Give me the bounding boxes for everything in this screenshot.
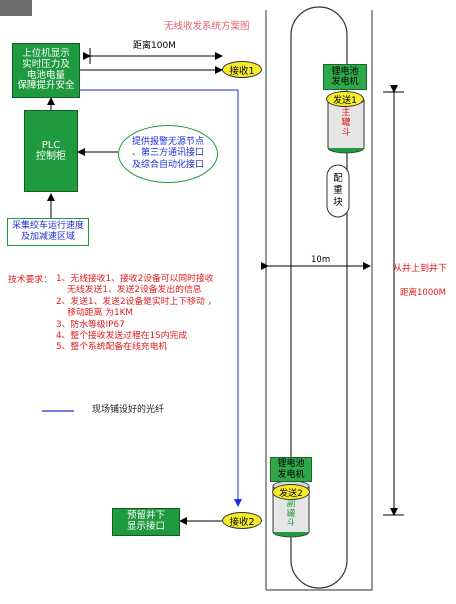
- cage-char: 斗: [341, 128, 351, 138]
- requirements-list: 1、无线接收1、接收2设备可以同时接收 无线发送1、发送2设备发出的信息 2、发…: [56, 274, 216, 354]
- cage-char: 主: [341, 108, 351, 118]
- plc-box-line: PLC: [41, 139, 61, 151]
- host-box-line: 实时压力及: [22, 58, 70, 70]
- legend-label: 现场铺设好的光纤: [92, 405, 165, 415]
- requirement-item: 5、整个系统配备在线充电机: [56, 342, 168, 353]
- plc-cabinet-box: PLC 控制柜: [24, 110, 78, 192]
- display-interface-box: 预留井下 显示接口: [112, 508, 180, 536]
- collect-box-line: 及加减速区域: [20, 232, 75, 242]
- requirement-item: 移动距离 为1KM: [56, 308, 133, 319]
- receiver2-oval: 接收2: [222, 512, 262, 529]
- diagram-title: 无线收发系统方案图: [164, 21, 250, 32]
- interface-bubble: 提供报警无源节点 、第三方通讯接口 及综合自动化接口: [118, 125, 218, 183]
- battery-line: 发电机: [331, 77, 359, 87]
- secondary-cage-label: 副 罐 斗: [283, 499, 299, 529]
- host-box-line: 上位机显示: [22, 47, 70, 59]
- well-direction-label: 从井上到井下: [393, 264, 448, 274]
- well-distance-label: 距离1000M: [400, 288, 446, 298]
- battery-line: 发电机: [277, 469, 305, 480]
- requirement-item: 4、整个接收发送过程在1S内完成: [56, 331, 188, 342]
- cage-char: 副: [286, 499, 296, 509]
- display-box-line: 预留井下: [126, 510, 165, 522]
- bubble-line: 及综合自动化接口: [131, 159, 204, 170]
- sender2-oval: 发送2: [272, 484, 310, 500]
- requirement-item: 3、防水等级IP67: [56, 319, 125, 330]
- sender1-oval: 发送1: [326, 91, 364, 107]
- counterweight-label: 配 重 块: [331, 173, 345, 209]
- top-cage-body: [328, 100, 364, 148]
- distance-label: 距离100M: [133, 41, 176, 51]
- requirement-item: 无线发送1、发送2设备发出的信息: [56, 285, 202, 296]
- corner-block: [0, 0, 32, 16]
- fiber-line: [80, 89, 242, 507]
- rope-loop: [290, 6, 348, 589]
- counterweight-char: 重: [333, 185, 343, 196]
- bubble-line: 提供报警无源节点: [131, 137, 204, 148]
- top-battery-box: 锂电池 发电机: [323, 64, 367, 90]
- display-box-line: 显示接口: [126, 521, 165, 532]
- bubble-line: 、第三方通讯接口: [131, 148, 204, 159]
- plc-box-line: 控制柜: [36, 151, 66, 162]
- counterweight-char: 配: [333, 173, 343, 184]
- counterweight-shape: [326, 164, 350, 218]
- gap-label: 10m: [311, 255, 331, 265]
- cage-char: 斗: [286, 518, 296, 528]
- bottom-battery-box: 锂电池 发电机: [270, 457, 312, 482]
- host-box-line: 保障提升安全: [17, 80, 75, 92]
- tech-title: 技术要求：: [8, 275, 52, 285]
- collect-speed-box: 采集绞车运行速度 及加减速区域: [7, 218, 89, 246]
- requirement-item: 1、无线接收1、接收2设备可以同时接收: [56, 274, 214, 284]
- collect-box-line: 采集绞车运行速度: [11, 221, 84, 232]
- cage-char: 罐: [341, 118, 351, 128]
- receiver1-oval: 接收1: [222, 61, 262, 78]
- battery-line: 锂电池: [277, 459, 305, 470]
- battery-line: 锂电池: [331, 66, 359, 77]
- requirement-item: 2、发送1、发送2设备是实时上下移动 ，: [56, 296, 217, 307]
- host-display-box: 上位机显示 实时压力及 电池电量 保障提升安全: [12, 43, 80, 98]
- main-cage-label: 主 罐 斗: [338, 108, 354, 138]
- cage-char: 罐: [286, 508, 296, 519]
- host-box-line: 电池电量: [26, 69, 65, 81]
- counterweight-char: 块: [333, 197, 343, 208]
